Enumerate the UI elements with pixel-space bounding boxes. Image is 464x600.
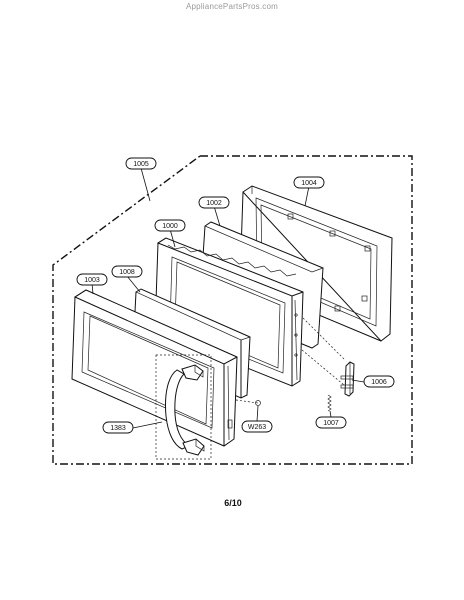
callout-1005: 1005 bbox=[133, 161, 149, 168]
part-1000-inner-door bbox=[154, 237, 304, 387]
callout-w263: W263 bbox=[248, 424, 266, 431]
callout-1007-bubble bbox=[315, 416, 347, 429]
callout-1000-bubble bbox=[154, 219, 186, 232]
part-1383-door-handle bbox=[155, 354, 212, 460]
callout-1006-bubble bbox=[363, 375, 395, 388]
assembly-boundary bbox=[52, 155, 413, 465]
watermark-text: AppliancePartsPros.com bbox=[186, 2, 278, 11]
callout-1383-bubble bbox=[102, 421, 134, 434]
callout-1005-bubble bbox=[125, 157, 157, 170]
part-w263-screw bbox=[255, 400, 261, 406]
part-1003-outer-door-frame bbox=[71, 289, 238, 447]
callout-1003-bubble bbox=[76, 273, 108, 286]
callout-1004: 1004 bbox=[301, 180, 317, 187]
callout-1000: 1000 bbox=[162, 223, 178, 230]
part-1007-spring bbox=[327, 394, 332, 412]
callout-1007: 1007 bbox=[323, 420, 339, 427]
callout-1004-bubble bbox=[293, 176, 325, 189]
callout-1008-bubble bbox=[111, 265, 143, 278]
callout-1003: 1003 bbox=[84, 277, 100, 284]
callout-1383: 1383 bbox=[110, 425, 126, 432]
callout-1002: 1002 bbox=[206, 200, 222, 207]
callout-1008: 1008 bbox=[119, 269, 135, 276]
part-1006-latch bbox=[340, 361, 355, 397]
callout-1002-bubble bbox=[198, 196, 230, 209]
page-number: 6/10 bbox=[224, 498, 242, 508]
callout-w263-bubble bbox=[241, 420, 273, 433]
callout-1006: 1006 bbox=[371, 379, 387, 386]
